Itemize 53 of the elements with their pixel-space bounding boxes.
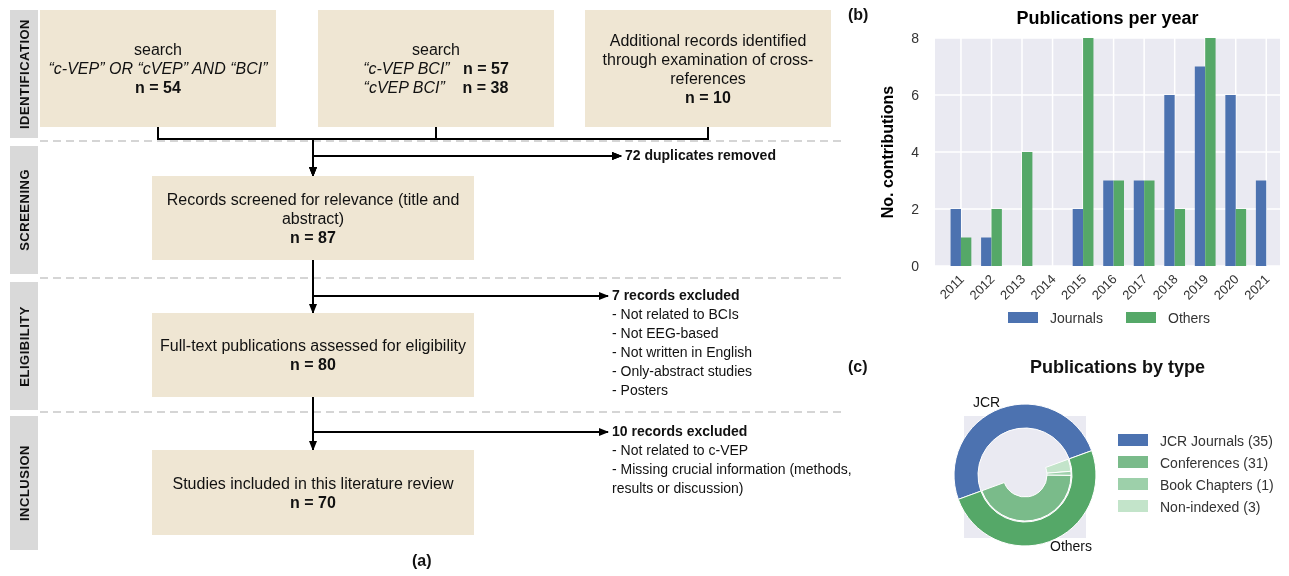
- tick-label: 2: [911, 201, 919, 217]
- tick-label: 4: [911, 144, 919, 160]
- process-box: [40, 10, 276, 127]
- reason-item: - Missing crucial information (methods, results or discussion): [612, 460, 852, 498]
- count-text: n = 54: [135, 78, 181, 97]
- box-title: search: [412, 40, 460, 59]
- count-text: n = 87: [290, 227, 336, 247]
- tick-label: 8: [911, 30, 919, 46]
- process-box: [152, 176, 474, 260]
- tick-label: 6: [911, 87, 919, 103]
- note-heading: 10 records excluded: [612, 422, 749, 441]
- reason-item: - Not EEG-based: [612, 324, 720, 343]
- stage-band: ELIGIBILITY: [10, 282, 38, 410]
- process-box: [318, 10, 554, 127]
- panel-label: (c): [848, 358, 868, 376]
- chart-title: Publications by type: [1030, 357, 1206, 378]
- count-text: n = 80: [290, 355, 336, 374]
- box-title: Records screened for relevance (title and abstract): [165, 189, 461, 228]
- stage-band: IDENTIFICATION: [10, 10, 38, 138]
- reason-item: - Posters: [612, 381, 669, 400]
- legend-text: JCR Journals (35): [1160, 433, 1273, 449]
- query-text: “c-VEP” OR “cVEP” AND “BCI”: [48, 59, 268, 78]
- panel-label: (b): [848, 6, 869, 24]
- legend-text: Others: [1168, 310, 1210, 326]
- ring-label: Others: [1050, 538, 1092, 554]
- axis-title: No. contributions: [879, 85, 896, 219]
- note-heading: 72 duplicates removed: [625, 146, 777, 165]
- stage-band: SCREENING: [10, 146, 38, 274]
- reason-item: - Not related to BCIs: [612, 305, 740, 324]
- process-box: [585, 10, 831, 127]
- box-title: Full-text publications assessed for eligibility: [160, 336, 466, 355]
- stage-band: INCLUSION: [10, 416, 38, 550]
- query-text: “cVEP BCI” n = 38: [363, 78, 509, 97]
- arrow: [312, 259, 609, 300]
- legend-text: Journals: [1050, 310, 1103, 326]
- legend-text: Conferences (31): [1160, 455, 1269, 471]
- query-text: “c-VEP BCI” n = 57: [363, 59, 509, 78]
- count-text: n = 70: [290, 492, 336, 512]
- process-box: [152, 450, 474, 535]
- legend-text: Book Chapters (1): [1160, 477, 1274, 493]
- count-text: n = 10: [685, 87, 731, 107]
- tick-label: 0: [911, 258, 919, 274]
- note-heading: 7 records excluded: [612, 286, 741, 305]
- reason-item: - Not written in English: [612, 343, 754, 362]
- arrow: [312, 396, 609, 436]
- box-title: Studies included in this literature review: [172, 473, 454, 493]
- legend-text: Non-indexed (3): [1160, 499, 1261, 515]
- chart-title: Publications per year: [1016, 8, 1199, 28]
- panel-label: (a): [412, 552, 432, 570]
- process-box: [152, 313, 474, 397]
- box-title: search: [134, 40, 182, 59]
- reason-item: - Not related to c-VEP: [612, 441, 750, 460]
- ring-label: JCR: [973, 394, 1001, 410]
